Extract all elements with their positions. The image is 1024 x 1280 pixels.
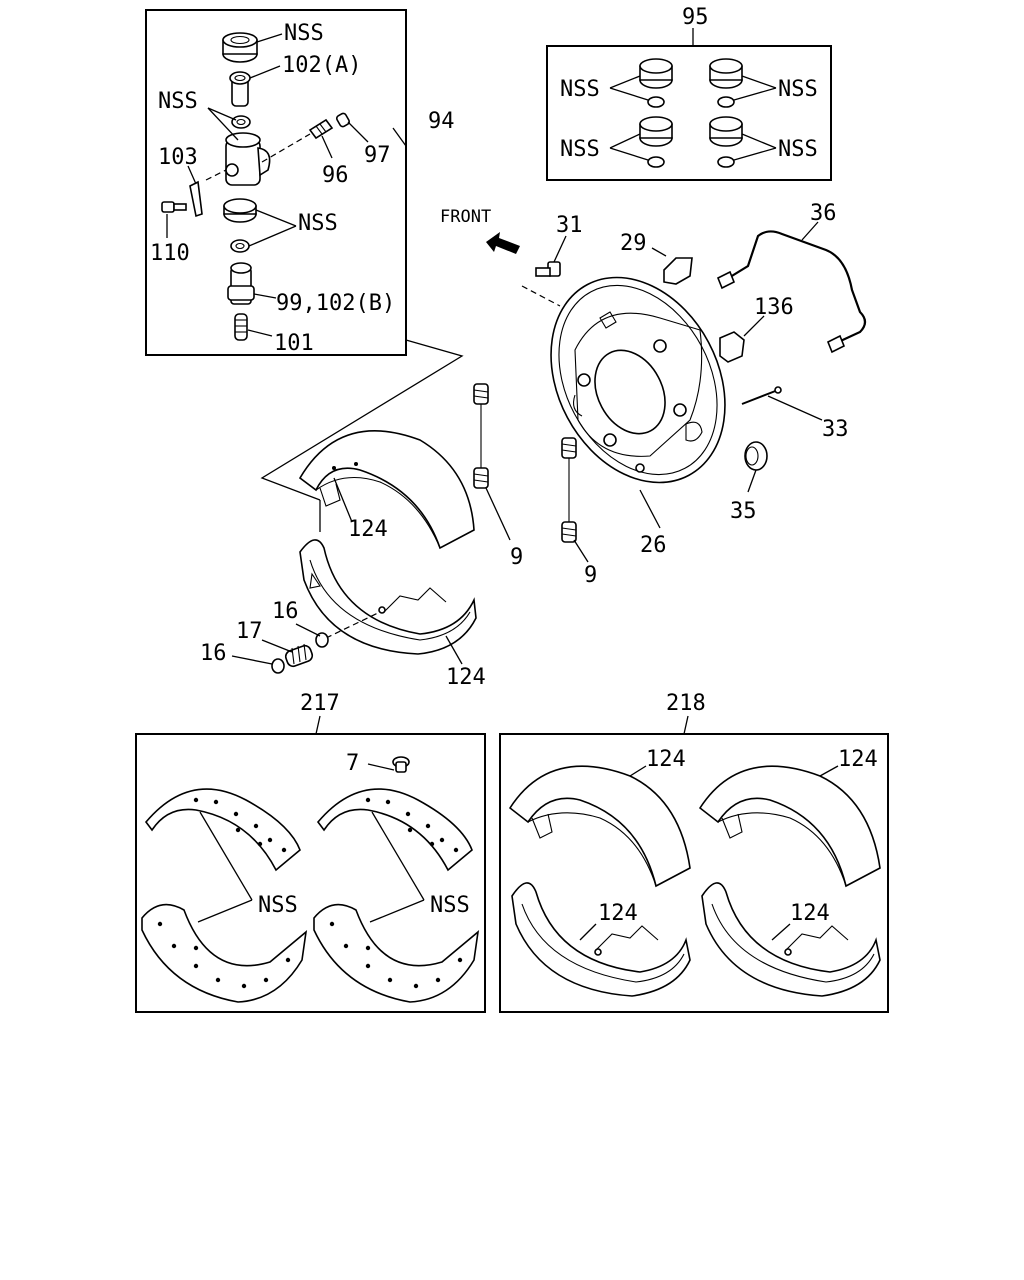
label-kit-nss-3: NSS [560, 137, 600, 162]
label-94: 94 [428, 109, 455, 134]
washer-16-lower [271, 658, 285, 674]
label-124-upper: 124 [348, 517, 388, 542]
label-front: FRONT [440, 207, 491, 227]
label-9-right: 9 [584, 563, 597, 588]
kit-cup-2 [709, 58, 743, 108]
kit-cup-4 [709, 116, 743, 168]
kit-shoe-lower-right [701, 882, 881, 997]
label-29: 29 [620, 231, 647, 256]
bleeder-screw [308, 112, 351, 140]
pin-33 [741, 389, 779, 405]
clip-136 [719, 331, 745, 363]
label-kit-nss-1: NSS [560, 77, 600, 102]
label-kit-124-ur: 124 [838, 747, 878, 772]
label-nss-top: NSS [284, 21, 324, 46]
lining-upper-right [316, 788, 473, 872]
kit-cup-3 [639, 116, 673, 168]
label-26: 26 [640, 533, 667, 558]
label-35: 35 [730, 499, 757, 524]
wheel-cylinder-kit-group: NSS 102(A) NSS 103 110 96 97 NSS 99,102(… [145, 9, 407, 356]
piston-b [227, 262, 255, 305]
return-spring-right [561, 437, 577, 543]
label-kit-124-lr: 124 [790, 901, 830, 926]
label-124-lower: 124 [446, 665, 486, 690]
connector-94-shoes [260, 339, 464, 501]
seal-small [230, 239, 250, 253]
label-31: 31 [556, 213, 583, 238]
kit-shoe-lower-left [511, 882, 691, 997]
label-17: 17 [236, 619, 263, 644]
cylinder-body [225, 132, 271, 186]
label-lining-nss-left: NSS [258, 893, 298, 918]
seal-top [231, 115, 251, 129]
lining-kit-box [135, 733, 486, 1013]
label-96: 96 [322, 163, 349, 188]
label-9-left: 9 [510, 545, 523, 570]
label-136: 136 [754, 295, 794, 320]
label-nss-mid: NSS [298, 211, 338, 236]
label-101: 101 [274, 331, 314, 356]
label-kit-nss-2: NSS [778, 77, 818, 102]
wheel-cylinder-kit-box [145, 9, 407, 356]
bolt-110 [161, 201, 187, 213]
label-95: 95 [682, 5, 709, 30]
shoe-kit-box [499, 733, 889, 1013]
bolt-31 [535, 261, 561, 277]
label-36: 36 [810, 201, 837, 226]
label-99-102b: 99,102(B) [276, 291, 395, 316]
repair-kit-box [546, 45, 832, 181]
bracket-29 [663, 257, 693, 285]
label-33: 33 [822, 417, 849, 442]
label-217: 217 [300, 691, 340, 716]
lining-kit-group: 217 [135, 691, 486, 1013]
kit-cup-1 [639, 58, 673, 108]
rivet-7 [392, 756, 410, 773]
piston-a [229, 71, 251, 107]
plug-35 [744, 441, 768, 471]
kit-shoe-upper-left [508, 765, 691, 888]
spring-17 [284, 643, 314, 668]
seal-mid [223, 198, 257, 223]
label-218: 218 [666, 691, 706, 716]
backing-plate [550, 276, 726, 484]
return-spring-left [473, 383, 489, 489]
clip-103 [189, 180, 203, 218]
kit-shoe-upper-right [698, 765, 881, 888]
lining-lower-right [313, 903, 480, 1003]
label-110: 110 [150, 241, 190, 266]
shoe-kit-group: 218 124 124 124 12 [499, 691, 889, 1013]
brake-pipe-36 [721, 230, 867, 345]
label-nss-left: NSS [158, 89, 198, 114]
repair-kit-group: 95 [546, 5, 832, 181]
label-103: 103 [158, 145, 198, 170]
label-lining-nss-right: NSS [430, 893, 470, 918]
label-kit-nss-4: NSS [778, 137, 818, 162]
label-16-upper: 16 [272, 599, 299, 624]
label-kit-124-ll: 124 [598, 901, 638, 926]
label-102a: 102(A) [282, 53, 361, 78]
lining-upper-left [144, 788, 301, 872]
cylinder-cup-top [222, 32, 258, 63]
lining-lower-left [141, 903, 308, 1003]
label-16-lower: 16 [200, 641, 227, 666]
front-arrow-icon [486, 232, 520, 254]
brake-shoe-lower [299, 539, 477, 655]
label-97: 97 [364, 143, 391, 168]
label-7: 7 [346, 751, 359, 776]
adjuster-101 [234, 313, 248, 341]
washer-16-upper [315, 632, 329, 648]
label-kit-124-ul: 124 [646, 747, 686, 772]
